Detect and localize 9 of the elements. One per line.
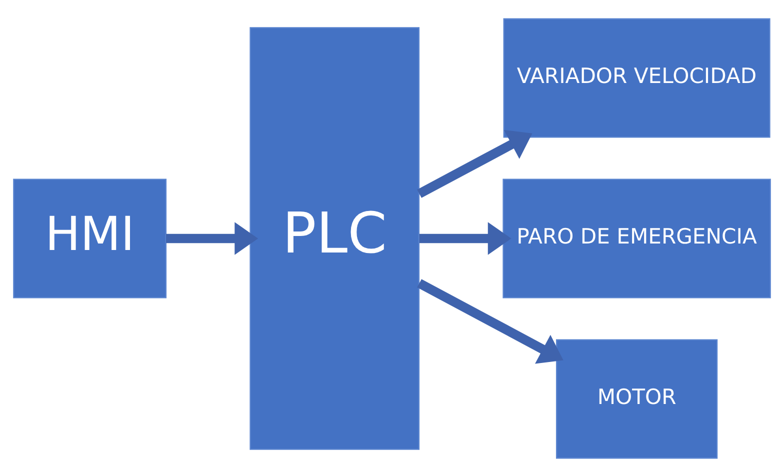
arrow (166, 222, 258, 254)
node-box: VARIADOR VELOCIDAD (502, 18, 770, 138)
node-box: HMI (12, 178, 166, 298)
arrow (418, 222, 511, 254)
node-box: MOTOR (555, 338, 718, 458)
arrow (416, 278, 563, 364)
node-box: PARO DE EMERGENCIA (502, 178, 770, 298)
node-box: PLC (249, 26, 420, 450)
arrow (416, 129, 532, 198)
